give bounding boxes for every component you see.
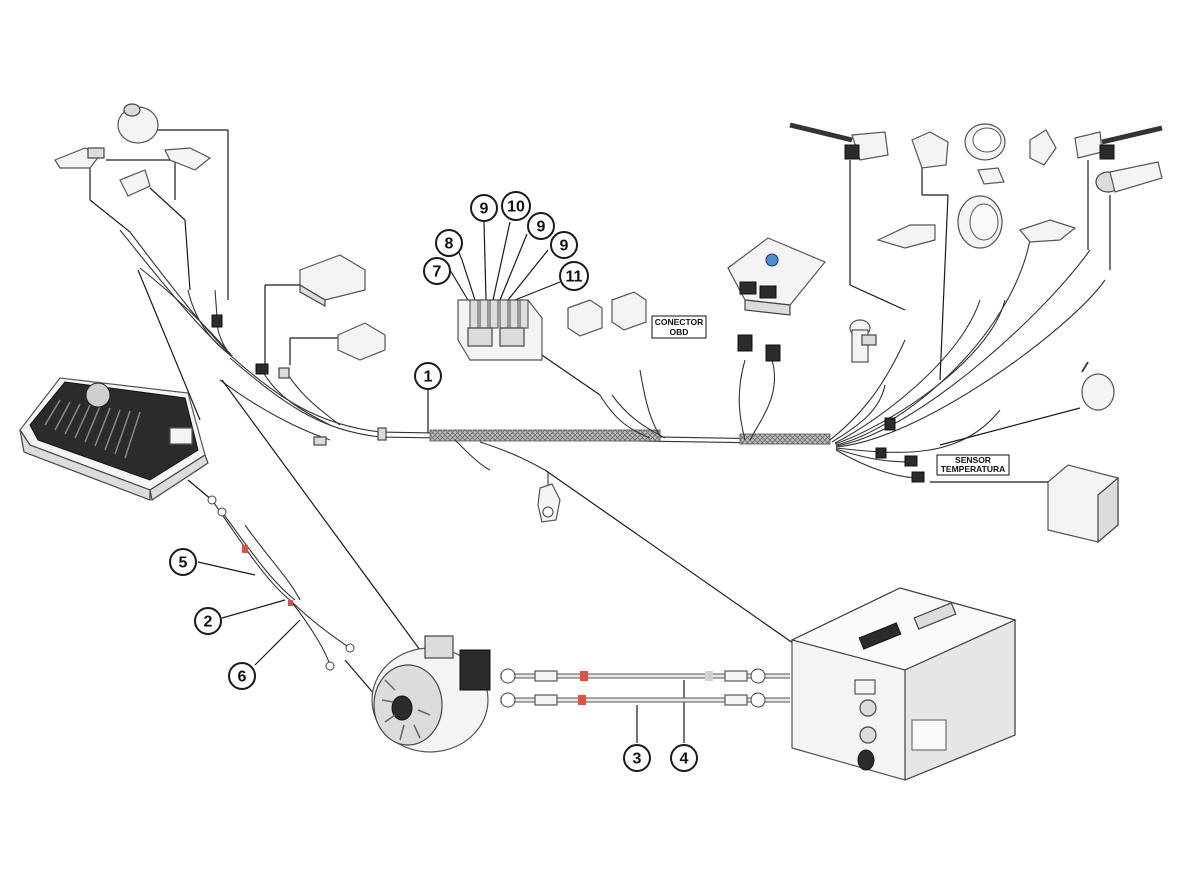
temperature-sensor-label: SENSOR TEMPERATURA (936, 454, 1010, 476)
callout-9-a: 9 (470, 194, 498, 222)
callout-2: 2 (194, 607, 222, 635)
callout-9-c: 9 (550, 231, 578, 259)
callout-5: 5 (169, 548, 197, 576)
leader-lines (89, 129, 1111, 743)
obd-label-line2: OBD (670, 327, 689, 337)
relay-module-2 (337, 322, 386, 361)
svg-text:9: 9 (537, 219, 546, 236)
svg-text:10: 10 (507, 199, 525, 216)
callout-9-b: 9 (527, 212, 555, 240)
handlebar-switch-right (1074, 125, 1163, 160)
alternator (371, 635, 491, 753)
svg-text:11: 11 (566, 269, 583, 286)
auxiliary-battery (930, 464, 1119, 544)
turn-signal-right (164, 147, 212, 171)
svg-text:6: 6 (238, 669, 247, 686)
callout-3: 3 (623, 744, 651, 772)
temp-label-line2: TEMPERATURA (941, 464, 1006, 474)
obd-label-line1: CONECTOR (655, 317, 704, 327)
speedometer-gauge (964, 123, 1006, 185)
fuse-box (457, 299, 543, 361)
svg-text:2: 2 (204, 614, 213, 631)
relay-b (611, 291, 647, 331)
relay-a (567, 299, 603, 337)
horn-top (117, 103, 159, 144)
right-components: SENSOR TEMPERATURA (789, 122, 1163, 544)
turn-signal-left (54, 147, 105, 169)
handle-switch-2 (1029, 129, 1057, 166)
callout-6: 6 (228, 662, 256, 690)
turn-signal-front-left (876, 224, 936, 249)
svg-text:9: 9 (560, 238, 569, 255)
main-harness (119, 229, 1106, 500)
headlight (957, 195, 1003, 249)
svg-text:1: 1 (424, 369, 433, 386)
brake-light (119, 169, 151, 197)
small-harness (207, 495, 355, 671)
turn-signal-front-right (1018, 219, 1077, 243)
handlebar-switch-left (789, 122, 889, 161)
svg-text:8: 8 (445, 236, 454, 253)
throttle-grip (1095, 161, 1163, 193)
svg-text:4: 4 (680, 751, 689, 768)
callout-11: 11 (559, 261, 589, 291)
top-left-components (54, 103, 386, 361)
svg-text:7: 7 (433, 264, 442, 281)
power-cables (500, 668, 790, 708)
motor-controller (19, 377, 209, 501)
callout-4: 4 (670, 744, 698, 772)
callout-7: 7 (423, 257, 451, 285)
svg-text:5: 5 (179, 555, 188, 572)
callout-1: 1 (414, 362, 442, 390)
horn (1081, 361, 1115, 411)
temp-label-line1: SENSOR (955, 455, 991, 465)
traction-battery (790, 587, 1017, 781)
switch-module (911, 131, 949, 169)
obd-connector-label: CONECTOR OBD (651, 315, 707, 339)
svg-text:3: 3 (633, 751, 642, 768)
ecu-module (727, 237, 826, 362)
ignition-switch (849, 319, 877, 363)
callout-8: 8 (435, 229, 463, 257)
svg-text:9: 9 (480, 201, 489, 218)
callout-10: 10 (501, 191, 531, 221)
speed-sensor (537, 483, 561, 523)
relay-module-1 (299, 254, 366, 308)
